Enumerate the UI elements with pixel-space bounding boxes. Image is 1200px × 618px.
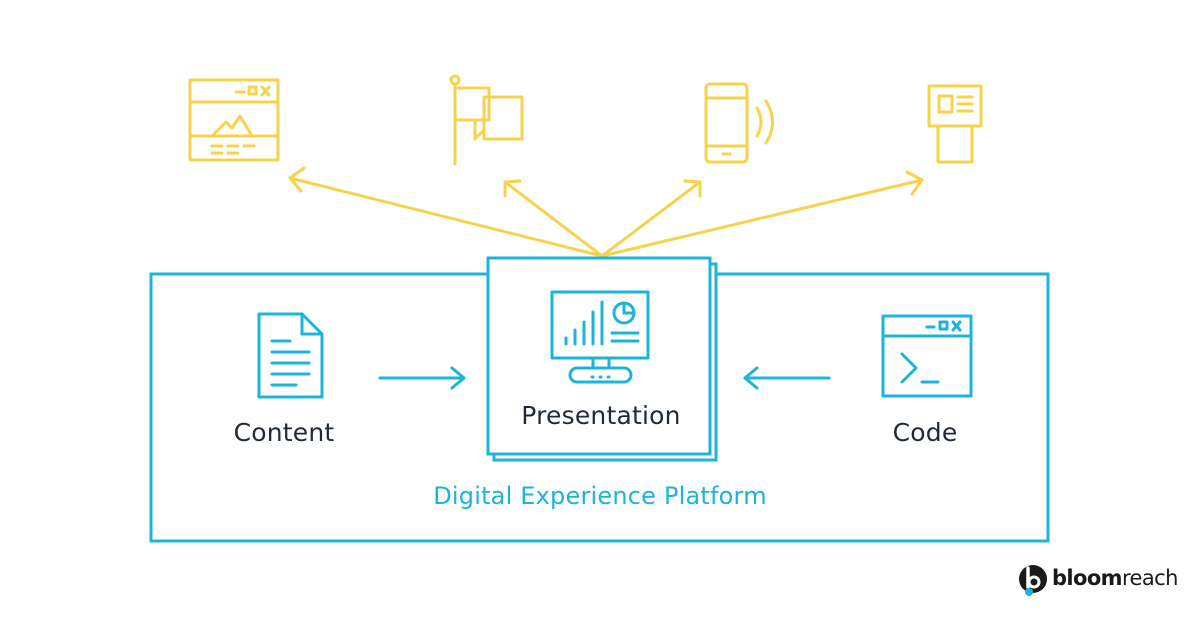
mobile-phone-icon: [704, 82, 774, 164]
code-to-presentation-arrow: [743, 366, 831, 390]
code-label: Code: [892, 418, 958, 447]
platform-label: Digital Experience Platform: [433, 482, 767, 510]
presentation-label: Presentation: [521, 401, 681, 430]
bloomreach-b-icon: [1019, 565, 1047, 596]
arrow-to-kiosk: [600, 170, 924, 258]
terminal-window-icon: [881, 314, 973, 398]
document-icon: [257, 312, 324, 399]
arrow-to-phone: [600, 179, 702, 258]
content-label: Content: [233, 418, 335, 447]
kiosk-icon: [927, 84, 983, 164]
arrow-to-browser: [288, 166, 604, 258]
monitor-dashboard-icon: [550, 290, 650, 384]
brand-light: reach: [1121, 566, 1178, 590]
bloomreach-wordmark: bloomreach: [1052, 566, 1178, 590]
bloomreach-logo: bloomreach: [1018, 560, 1183, 600]
flag-icon: [449, 74, 524, 166]
channel-arrows: [288, 166, 924, 258]
arrow-to-flag: [503, 179, 604, 258]
brand-bold: bloom: [1052, 566, 1123, 590]
browser-window-icon: [188, 78, 280, 162]
content-to-presentation-arrow: [378, 366, 466, 390]
